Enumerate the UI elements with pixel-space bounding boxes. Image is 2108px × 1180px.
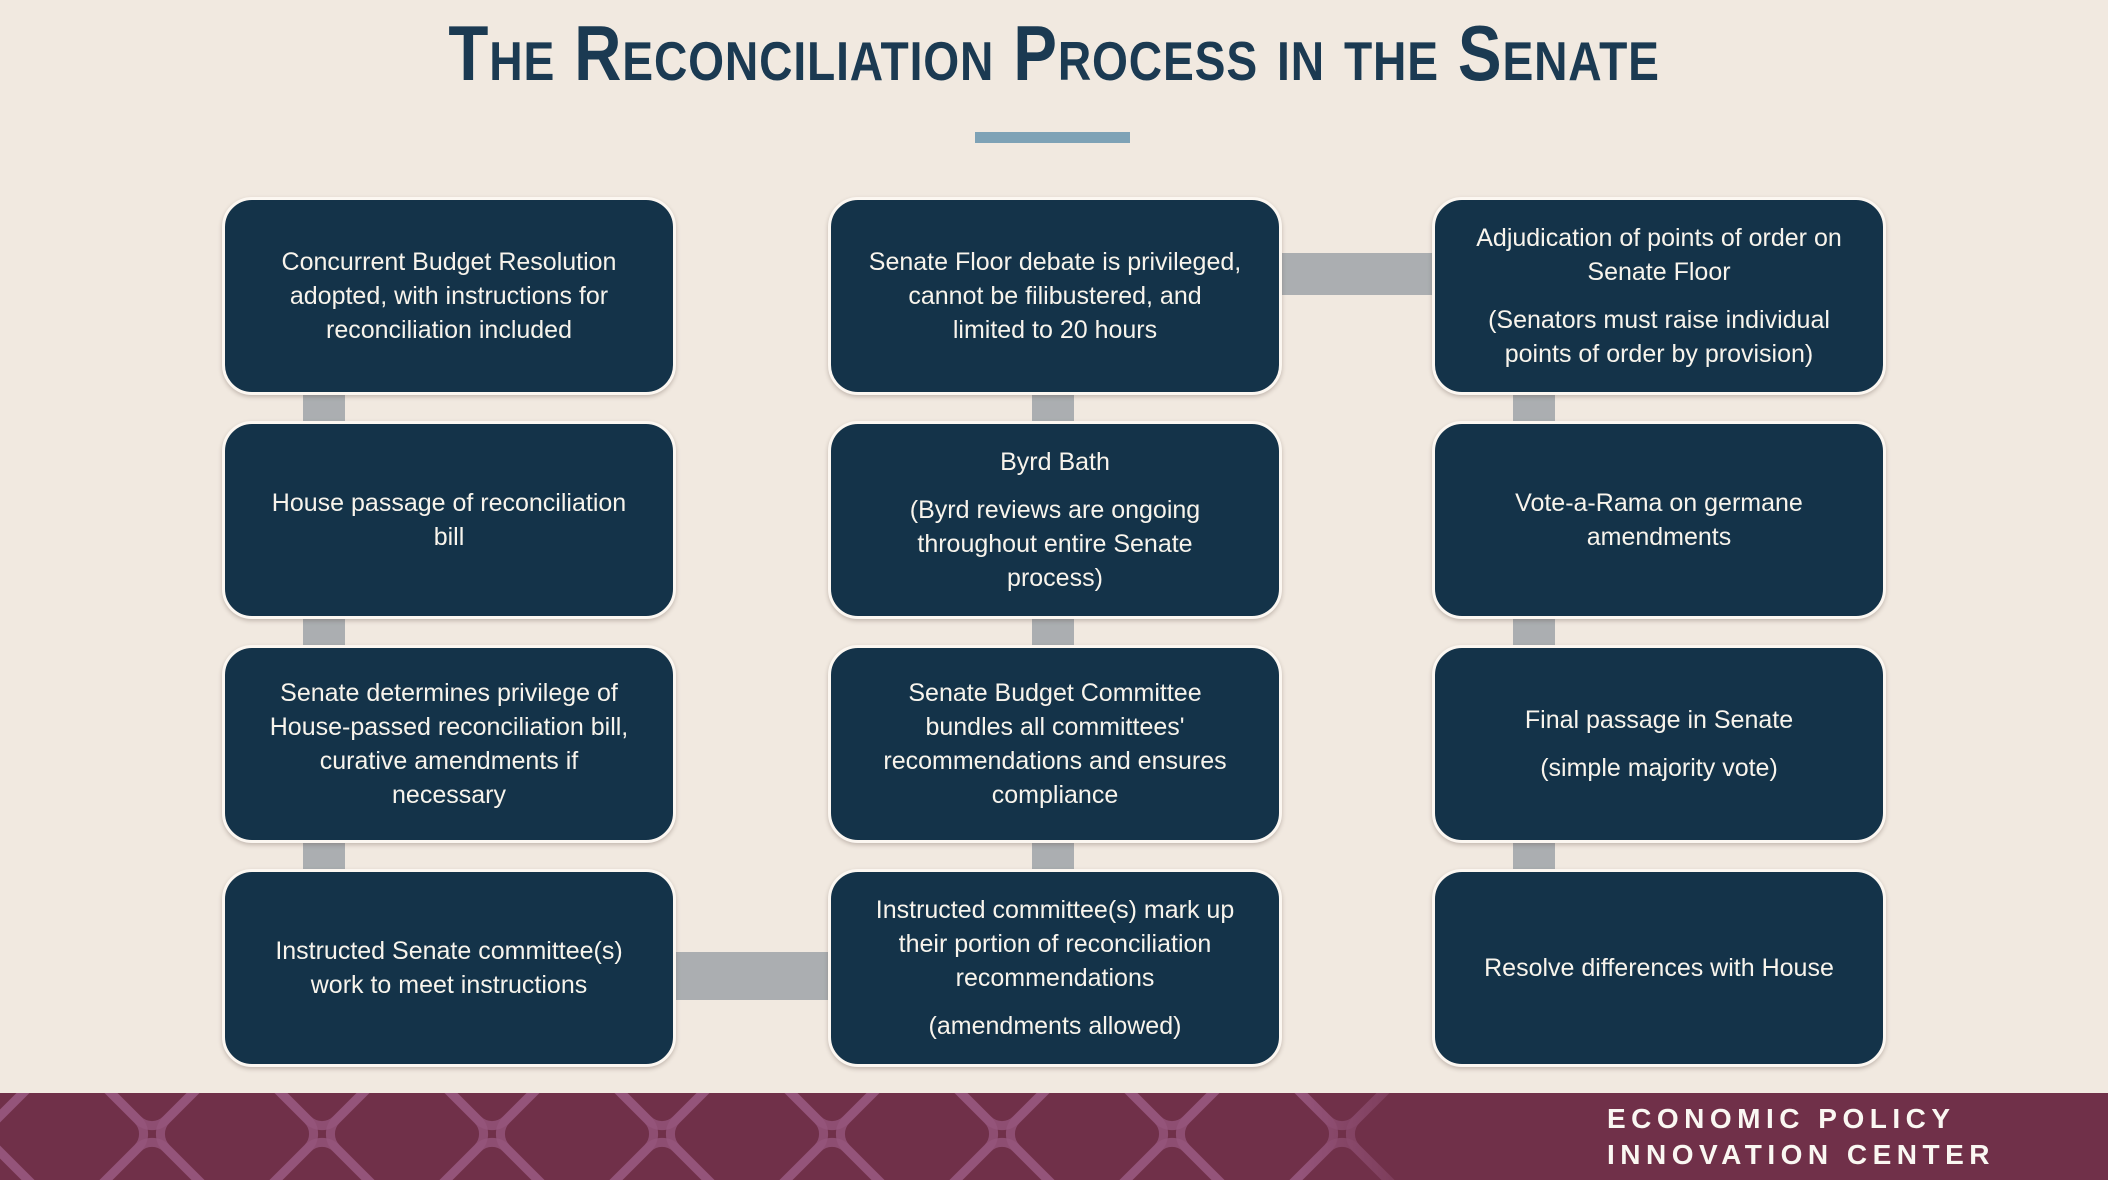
flow-box-text: (amendments allowed) <box>928 1012 1182 1040</box>
flow-box-text: Senate Floor debate is privileged, canno… <box>868 248 1242 344</box>
flow-box-text: Instructed Senate committee(s) work to m… <box>275 937 623 999</box>
title-underline-bar <box>975 132 1130 143</box>
flow-column-right: Adjudication of points of order on Senat… <box>1432 197 1886 1067</box>
org-line-1: ECONOMIC POLICY <box>1607 1102 1956 1134</box>
connector-middle-to-right-top <box>1278 253 1436 295</box>
flow-box-middle-4: Instructed committee(s) mark up their po… <box>828 869 1282 1067</box>
flow-box-left-4: Instructed Senate committee(s) work to m… <box>222 869 676 1067</box>
footer-solid-panel <box>1300 1093 2108 1180</box>
flow-box-middle-2: Byrd Bath (Byrd reviews are ongoing throu… <box>828 421 1282 619</box>
org-logo-text: ECONOMIC POLICY INNOVATION CENTER <box>1607 1093 1995 1180</box>
flow-column-middle: Senate Floor debate is privileged, canno… <box>828 197 1282 1067</box>
flow-box-right-2: Vote-a-Rama on germane amendments <box>1432 421 1886 619</box>
flow-box-left-2: House passage of reconciliation bill <box>222 421 676 619</box>
page-title: The Reconciliation Process in the Senate <box>448 9 1660 97</box>
flow-box-text: Adjudication of points of order on Senat… <box>1476 224 1842 286</box>
flow-box-text: Final passage in Senate <box>1524 706 1794 734</box>
flow-box-middle-1: Senate Floor debate is privileged, canno… <box>828 197 1282 395</box>
flow-box-text: Concurrent Budget Resolution adopted, wi… <box>281 248 617 344</box>
org-line-2: INNOVATION CENTER <box>1607 1138 1996 1170</box>
flow-box-right-1: Adjudication of points of order on Senat… <box>1432 197 1886 395</box>
flow-box-text: Resolve differences with House <box>1484 954 1834 982</box>
flow-box-text: (simple majority vote) <box>1540 754 1778 782</box>
flow-box-text: Byrd Bath <box>1000 448 1110 476</box>
flow-box-text: House passage of reconciliation bill <box>271 489 627 551</box>
flow-box-text: Senate determines privilege of House-pas… <box>269 679 629 809</box>
flow-box-middle-3: Senate Budget Committee bundles all comm… <box>828 645 1282 843</box>
flow-box-text: (Byrd reviews are ongoing throughout ent… <box>909 496 1201 592</box>
footer-bar: ECONOMIC POLICY INNOVATION CENTER <box>0 1093 2108 1180</box>
flow-box-right-3: Final passage in Senate (simple majority … <box>1432 645 1886 843</box>
connector-left-to-middle-bottom <box>672 952 832 1000</box>
flow-box-left-3: Senate determines privilege of House-pas… <box>222 645 676 843</box>
flow-box-text: (Senators must raise individual points o… <box>1488 306 1830 368</box>
page-title-wrap: The Reconciliation Process in the Senate <box>0 8 2108 99</box>
flow-box-right-4: Resolve differences with House <box>1432 869 1886 1067</box>
flow-box-text: Senate Budget Committee bundles all comm… <box>883 679 1227 809</box>
flow-box-text: Instructed committee(s) mark up their po… <box>875 896 1235 992</box>
flow-box-left-1: Concurrent Budget Resolution adopted, wi… <box>222 197 676 395</box>
flow-box-text: Vote-a-Rama on germane amendments <box>1515 489 1803 551</box>
flow-column-left: Concurrent Budget Resolution adopted, wi… <box>222 197 676 1067</box>
